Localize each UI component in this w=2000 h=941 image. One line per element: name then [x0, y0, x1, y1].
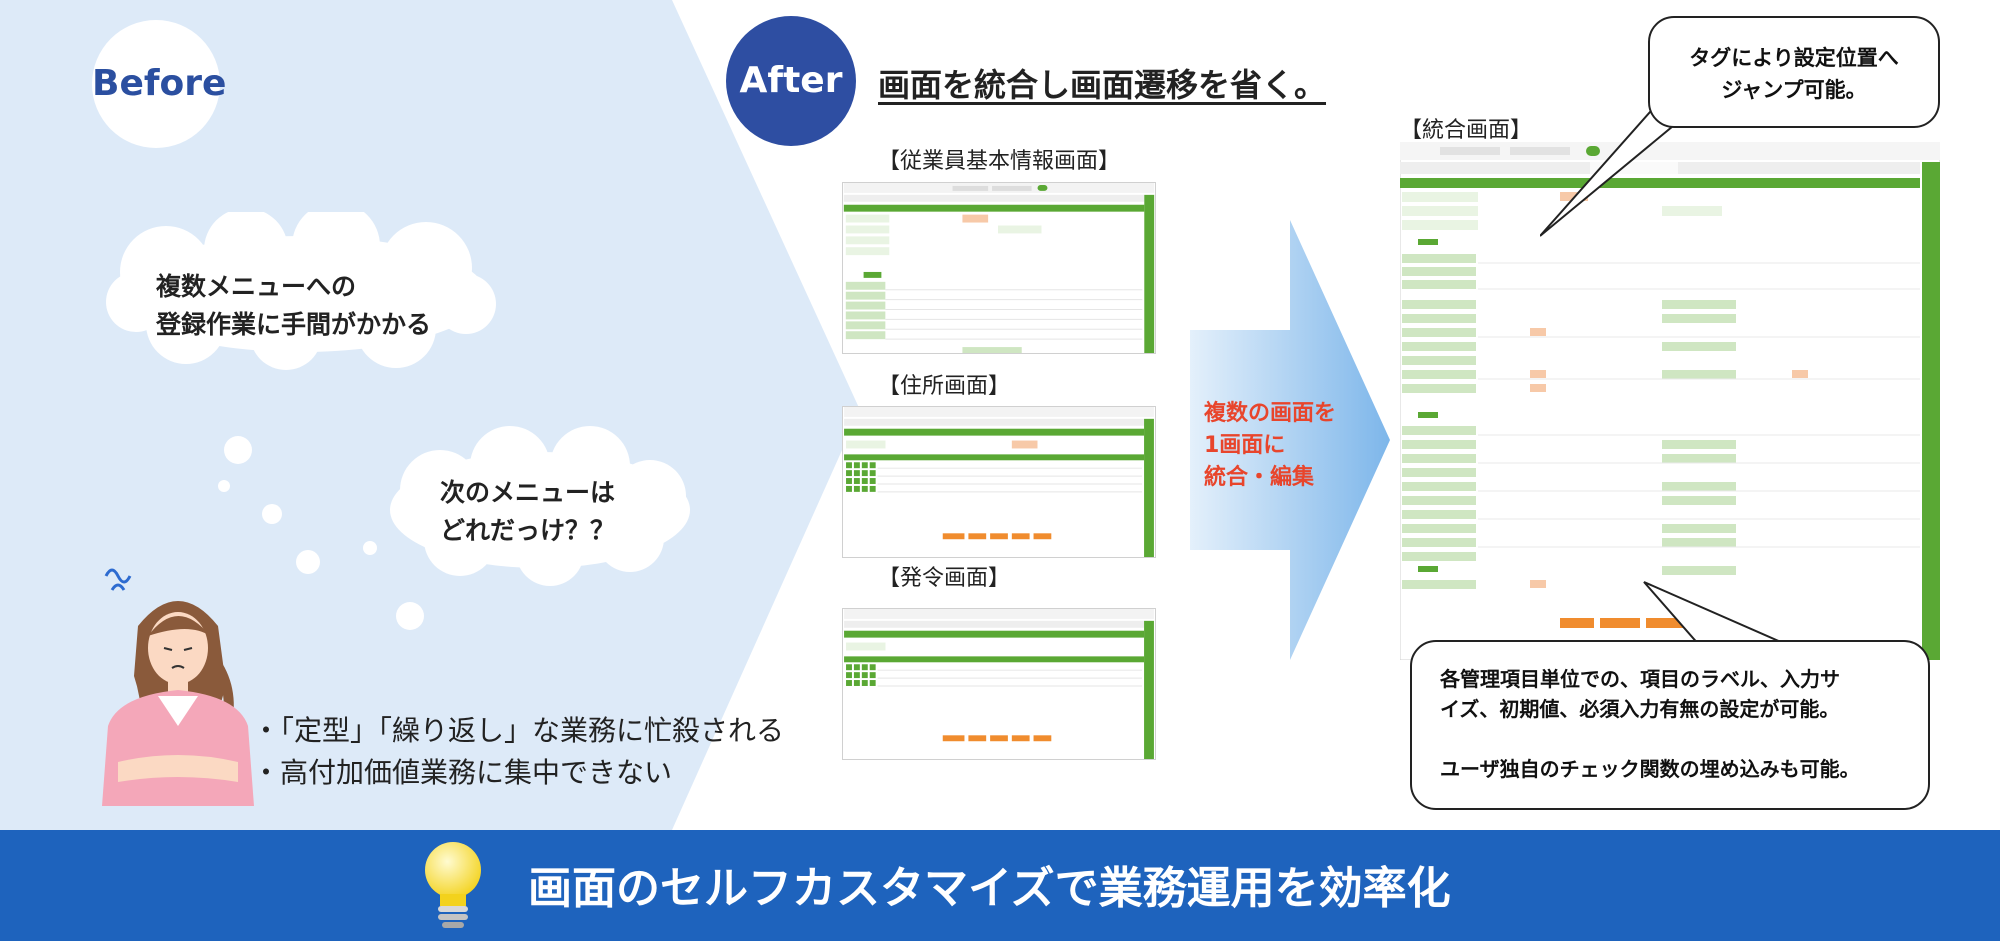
bubble2-line1: 次のメニューは	[440, 478, 616, 507]
screenshot-employee-screen	[842, 182, 1156, 354]
callout-tag-jump: タグにより設定位置へ ジャンプ可能。	[1648, 16, 1940, 128]
callout-item-settings: 各管理項目単位での、項目のラベル、入力サ イズ、初期値、必須入力有無の設定が可能…	[1410, 640, 1930, 810]
banner-text: 画面のセルフカスタマイズで業務運用を効率化	[528, 863, 1451, 914]
lightbulb-icon	[425, 842, 481, 928]
screenshot-address-screen	[842, 406, 1156, 558]
before-bullet-list: ・「定型」「繰り返し」な業務に忙殺される ・高付加価値業務に集中できない	[252, 710, 784, 794]
before-badge: Before	[92, 20, 227, 148]
bubble2-text: 次のメニューは どれだっけ？？	[440, 474, 615, 550]
merge-arrow-icon	[1190, 220, 1390, 660]
worried-person-icon	[102, 568, 254, 806]
before-badge-label: Before	[92, 63, 227, 104]
bubble1-line2: 登録作業に手間がかかる	[156, 310, 432, 339]
screen-label-employee: 【従業員基本情報画面】	[878, 149, 1121, 174]
screen-label-address: 【住所画面】	[878, 374, 1011, 399]
bullet-1: ・「定型」「繰り返し」な業務に忙殺される	[252, 714, 785, 747]
screenshot-merged-screen	[1400, 142, 1940, 660]
thought-bubble-2	[218, 426, 690, 630]
after-title: 画面を統合し画面遷移を省く。	[878, 66, 1327, 104]
callout-top-pointer	[1540, 110, 1693, 237]
callout-bottom-line2: イズ、初期値、必須入力有無の設定が可能。	[1440, 697, 1840, 721]
screen-label-appointment: 【発令画面】	[878, 566, 1011, 591]
callout-bottom-spacer	[1440, 724, 1908, 754]
after-badge-label: After	[739, 60, 843, 101]
screenshot-appointment-screen	[842, 608, 1156, 760]
merged-screen-label: 【統合画面】	[1400, 118, 1533, 143]
after-badge: After	[726, 16, 856, 146]
bubble1-line1: 複数メニューへの	[156, 272, 357, 301]
thought-bubble-1	[106, 212, 496, 370]
bottom-banner	[0, 830, 2000, 941]
callout-bottom-line4: ユーザ独自のチェック関数の埋め込みも可能。	[1440, 757, 1860, 781]
merge-text-line2: 1画面に	[1204, 433, 1286, 458]
callout-top-line2: ジャンプ可能。	[1721, 78, 1867, 102]
merge-text: 複数の画面を 1画面に 統合・編集	[1204, 398, 1336, 494]
bubble1-text: 複数メニューへの 登録作業に手間がかかる	[156, 268, 431, 344]
callout-bottom-line1: 各管理項目単位での、項目のラベル、入力サ	[1440, 667, 1840, 691]
merge-text-line1: 複数の画面を	[1204, 401, 1337, 426]
merge-text-line3: 統合・編集	[1204, 465, 1315, 490]
bullet-2: ・高付加価値業務に集中できない	[252, 756, 673, 789]
bubble2-line2: どれだっけ？？	[440, 516, 616, 545]
callout-top-line1: タグにより設定位置へ	[1689, 46, 1899, 70]
